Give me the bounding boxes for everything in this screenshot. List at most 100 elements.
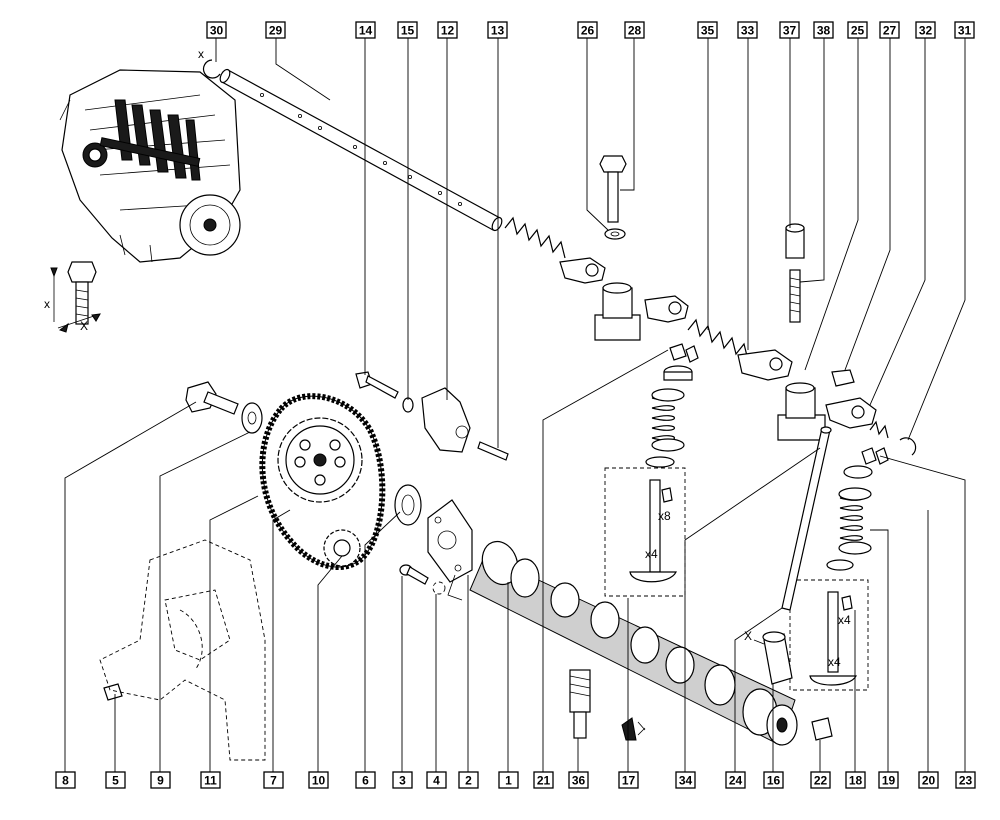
callout-label: 7 xyxy=(270,774,277,788)
quantity-label: x4 xyxy=(828,655,841,669)
screw xyxy=(399,564,429,585)
valve-assembly-right: x4 x4 xyxy=(789,447,889,691)
callout-10: 10 xyxy=(308,771,329,789)
circlip xyxy=(202,59,221,79)
callout-18: 18 xyxy=(845,771,866,789)
callout-17: 17 xyxy=(618,771,639,789)
callout-label: 19 xyxy=(882,774,896,788)
threaded-stud xyxy=(789,269,801,323)
x-dimension-label: X xyxy=(80,319,88,333)
callout-label: 17 xyxy=(622,774,636,788)
callout-label: 16 xyxy=(767,774,781,788)
x-dimension-label: x xyxy=(44,297,50,311)
x-mark-label: X xyxy=(744,629,752,643)
valve-collet xyxy=(621,717,646,741)
quantity-label: x4 xyxy=(645,547,658,561)
callout-label: 10 xyxy=(312,774,326,788)
callout-label: 28 xyxy=(628,24,642,38)
callout-6: 6 xyxy=(355,771,376,789)
callout-16: 16 xyxy=(763,771,784,789)
callout-38: 38 xyxy=(813,21,834,39)
shaft-spring xyxy=(869,420,889,439)
rocker-arm xyxy=(559,257,606,284)
callout-label: 20 xyxy=(922,774,936,788)
callout-label: 24 xyxy=(729,774,743,788)
callout-13: 13 xyxy=(487,21,508,39)
callout-24: 24 xyxy=(725,771,746,789)
callout-8: 8 xyxy=(55,771,76,789)
callout-21: 21 xyxy=(533,771,554,789)
callout-label: 15 xyxy=(401,24,415,38)
callout-label: 23 xyxy=(959,774,973,788)
callout-5: 5 xyxy=(105,771,126,789)
oil-seal xyxy=(394,484,422,526)
callout-31: 31 xyxy=(954,21,975,39)
engine-thumbnail xyxy=(59,69,241,263)
callout-label: 3 xyxy=(399,774,406,788)
callout-15: 15 xyxy=(397,21,418,39)
rocker-arm xyxy=(644,295,689,323)
callout-label: 8 xyxy=(62,774,69,788)
callout-label: 29 xyxy=(269,24,283,38)
callout-label: 38 xyxy=(817,24,831,38)
washer xyxy=(241,402,263,434)
bolt xyxy=(599,155,627,223)
washer xyxy=(402,397,414,413)
callout-label: 35 xyxy=(701,24,715,38)
rocker-shaft-bracket xyxy=(421,387,471,453)
callout-label: 33 xyxy=(741,24,755,38)
callout-label: 9 xyxy=(157,774,164,788)
quantity-label: x4 xyxy=(838,613,851,627)
callout-7: 7 xyxy=(263,771,284,789)
thrust-plate xyxy=(427,499,473,583)
callout-label: 34 xyxy=(679,774,693,788)
callout-12: 12 xyxy=(437,21,458,39)
rocker-arm xyxy=(825,397,877,429)
rocker-pedestal xyxy=(777,382,826,441)
rocker-pedestal xyxy=(594,282,641,341)
callout-label: 12 xyxy=(441,24,455,38)
plug xyxy=(811,717,833,741)
valve-assembly-left: x8 x4 xyxy=(604,343,699,597)
callout-label: 21 xyxy=(537,774,551,788)
callout-label: 32 xyxy=(919,24,933,38)
locating-pin xyxy=(477,441,509,461)
callout-4: 4 xyxy=(426,771,447,789)
rocker-shaft xyxy=(219,68,503,232)
callout-32: 32 xyxy=(915,21,936,39)
callout-3: 3 xyxy=(392,771,413,789)
callout-label: 1 xyxy=(505,774,512,788)
cylinder-block-outline xyxy=(99,539,266,761)
callout-label: 22 xyxy=(814,774,828,788)
callout-36: 36 xyxy=(568,771,589,789)
timing-chain xyxy=(259,393,386,571)
quantity-label: x8 xyxy=(658,509,671,523)
crankshaft-sprocket xyxy=(323,529,361,567)
callout-37: 37 xyxy=(779,21,800,39)
callout-label: 25 xyxy=(851,24,865,38)
callout-1: 1 xyxy=(498,771,519,789)
callout-label: 27 xyxy=(883,24,897,38)
callout-14: 14 xyxy=(355,21,376,39)
callout-label: 37 xyxy=(783,24,797,38)
lock-nut xyxy=(831,369,855,387)
push-rod xyxy=(781,426,832,611)
callout-2: 2 xyxy=(458,771,479,789)
callout-label: 11 xyxy=(204,774,217,788)
tappet: X xyxy=(744,629,793,685)
callout-25: 25 xyxy=(847,21,868,39)
callout-29: 29 xyxy=(265,21,286,39)
callout-label: 31 xyxy=(958,24,972,38)
callout-11: 11 xyxy=(200,771,221,789)
circlip xyxy=(899,437,917,456)
rocker-arm xyxy=(737,349,793,381)
highlighted-rocker-assembly xyxy=(99,99,201,181)
callout-33: 33 xyxy=(737,21,758,39)
callout-28: 28 xyxy=(624,21,645,39)
callout-26: 26 xyxy=(577,21,598,39)
bolt-dimension-detail: x X xyxy=(44,261,101,333)
camshaft-bolt xyxy=(185,381,239,415)
callout-20: 20 xyxy=(918,771,939,789)
shaft-spring xyxy=(504,216,566,259)
callout-34: 34 xyxy=(675,771,696,789)
